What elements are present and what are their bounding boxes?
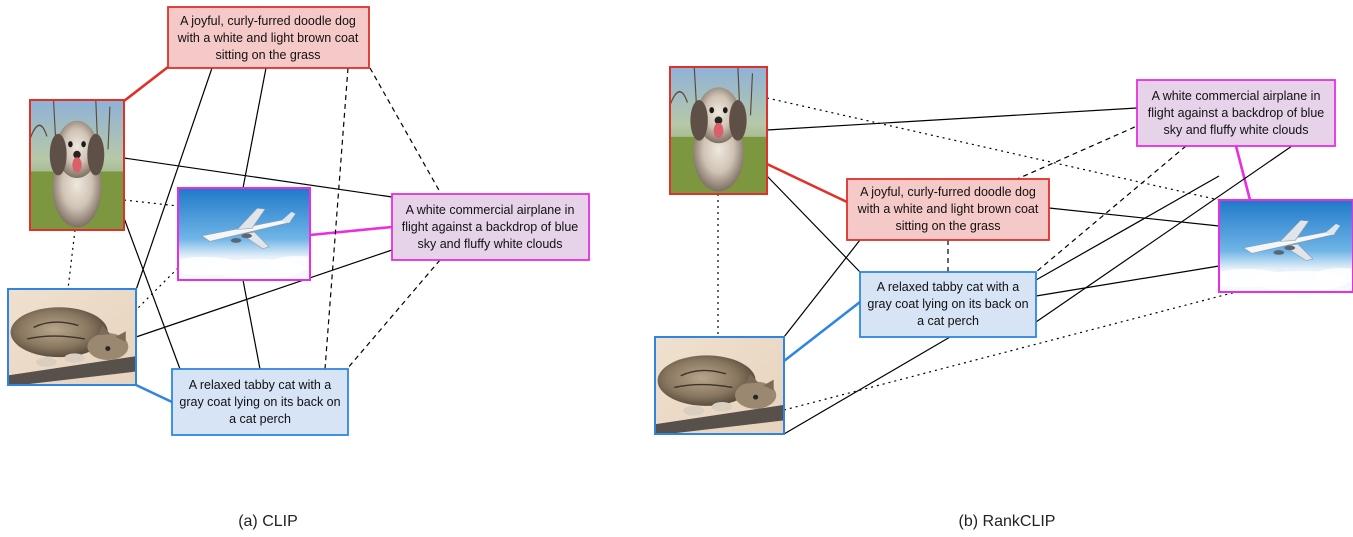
rankclip-dashed <box>1035 145 1187 273</box>
rankclip-line <box>766 175 861 273</box>
panel-rankclip: A joyful, curly-furred doodle dog with a… <box>654 66 1353 530</box>
rankclip-connections <box>717 97 1293 435</box>
rankclip-plane-image <box>1218 199 1353 293</box>
clip-dog-caption-line: sitting on the grass <box>216 48 321 62</box>
rankclip-dog-caption-line: A joyful, curly-furred doodle dog <box>860 185 1036 199</box>
clip-link-plane-match <box>309 225 393 237</box>
clip-line <box>242 67 267 189</box>
rankclip-link-cat-match <box>783 300 861 363</box>
rankclip-line <box>1035 175 1220 281</box>
clip-line <box>242 279 261 370</box>
clip-dashed <box>324 67 349 370</box>
clip-plane-caption-line: A white commercial airplane in <box>406 203 575 217</box>
rankclip-link-dog-match <box>766 162 848 204</box>
rankclip-cat-caption-line: gray coat lying on its back on <box>867 297 1028 311</box>
clip-dog-caption-line: with a white and light brown coat <box>177 31 359 45</box>
clip-link-dog-match <box>123 65 169 103</box>
rankclip-dashed <box>1014 125 1138 181</box>
rankclip-line <box>783 336 951 435</box>
rankclip-cat-caption-line: A relaxed tabby cat with a <box>877 280 1019 294</box>
clip-cat-caption-line: a cat perch <box>229 412 291 426</box>
clip-dashed <box>369 67 441 193</box>
clip-cat-caption-line: gray coat lying on its back on <box>179 395 340 409</box>
rankclip-dog-image <box>669 66 768 195</box>
clip-plane-caption-box: A white commercial airplane in flight ag… <box>391 193 590 261</box>
rankclip-dog-caption-box: A joyful, curly-furred doodle dog with a… <box>846 178 1050 241</box>
panel-clip: A joyful, curly-furred doodle dog with a… <box>7 6 590 530</box>
clip-dotted <box>123 199 179 207</box>
clip-plane-caption-line: sky and fluffy white clouds <box>418 237 563 251</box>
clip-dog-image <box>29 99 125 231</box>
clip-cat-caption-line: A relaxed tabby cat with a <box>189 378 331 392</box>
rankclip-dog-caption-line: with a white and light brown coat <box>857 202 1039 216</box>
rankclip-cat-image <box>654 336 785 435</box>
clip-dotted <box>135 267 179 311</box>
panel-caption-clip: (a) CLIP <box>238 513 298 530</box>
clip-line <box>123 157 393 198</box>
rankclip-dog-caption-line: sitting on the grass <box>896 219 1001 233</box>
clip-link-cat-match <box>135 383 173 404</box>
clip-plane-caption-line: flight against a backdrop of blue <box>402 220 579 234</box>
clip-dashed <box>346 259 441 370</box>
rankclip-link-plane-match <box>1234 145 1252 201</box>
rankclip-plane-caption-line: A white commercial airplane in <box>1152 89 1321 103</box>
clip-cat-caption-box: A relaxed tabby cat with a gray coat lyi… <box>171 368 349 436</box>
rankclip-plane-caption-line: sky and fluffy white clouds <box>1164 123 1309 137</box>
rankclip-plane-caption-box: A white commercial airplane in flight ag… <box>1136 79 1336 147</box>
rankclip-line <box>783 239 861 338</box>
clip-dog-caption-box: A joyful, curly-furred doodle dog with a… <box>167 6 370 69</box>
rankclip-line <box>1035 145 1293 323</box>
clip-dotted <box>67 229 76 290</box>
clip-dog-caption-line: A joyful, curly-furred doodle dog <box>180 14 356 28</box>
panel-caption-rankclip: (b) RankCLIP <box>959 513 1056 530</box>
rankclip-line <box>1035 265 1220 297</box>
rankclip-line <box>1048 207 1220 227</box>
clip-line <box>135 249 393 338</box>
clip-connections <box>67 65 441 404</box>
rankclip-plane-caption-line: flight against a backdrop of blue <box>1148 106 1325 120</box>
clip-plane-image <box>177 187 311 281</box>
clip-cat-image <box>7 288 137 386</box>
rankclip-cat-caption-box: A relaxed tabby cat with a gray coat lyi… <box>859 271 1037 338</box>
clip-line <box>135 67 213 291</box>
rankclip-cat-caption-line: a cat perch <box>917 314 979 328</box>
rankclip-line <box>766 107 1138 131</box>
